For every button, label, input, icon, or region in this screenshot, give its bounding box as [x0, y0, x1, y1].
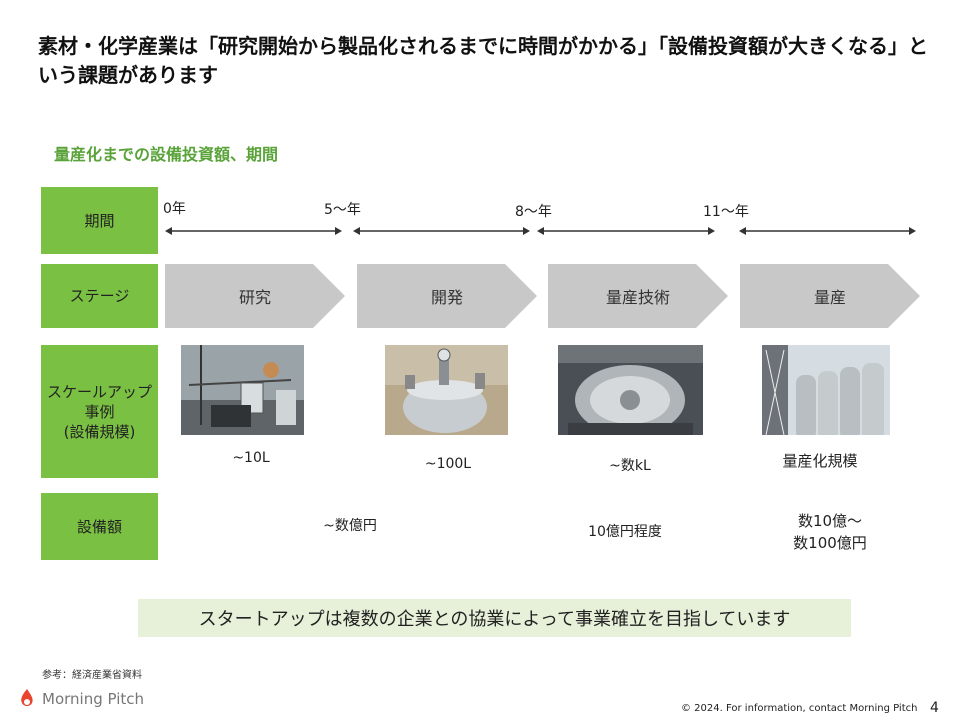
page-number: 4: [930, 700, 939, 716]
row-label-example-line2: 事例: [84, 402, 115, 421]
stage-tech: 量産技術: [548, 264, 728, 328]
timeline-arrow-mass: [739, 227, 916, 235]
page-title: 素材・化学産業は「研究開始から製品化されるまでに時間がかかる」「設備投資額が大き…: [38, 34, 928, 87]
reactor-photo: [385, 345, 508, 435]
year-label-5: 5～年: [324, 202, 361, 218]
stage-development-label: 開発: [430, 288, 463, 307]
row-label-example-line1: スケールアップ: [46, 382, 152, 401]
timeline-arrow-research: [165, 227, 342, 235]
morning-pitch-logo-icon: [21, 689, 33, 706]
pilot-plant-photo: [558, 345, 703, 435]
stage-research: 研究: [165, 264, 345, 328]
cost-mass-line1: 数10億～: [797, 512, 863, 530]
company-logo: Morning Pitch: [18, 688, 144, 710]
scale-tech: ~数kL: [609, 458, 651, 474]
cost-mass: 数10億～ 数100億円: [770, 510, 890, 554]
scale-research: ~10L: [232, 450, 270, 466]
mass-production-plant-photo: [762, 345, 890, 435]
section-subtitle: 量産化までの設備投資額、期間: [54, 145, 279, 164]
row-label-example: スケールアップ 事例 (設備規模): [41, 345, 158, 478]
row-label-stage: ステージ: [41, 264, 158, 328]
timeline-arrow-development: [353, 227, 530, 235]
stage-development: 開発: [357, 264, 537, 328]
year-label-8: 8～年: [515, 204, 552, 220]
scale-mass: 量産化規模: [782, 452, 858, 470]
lab-equipment-photo: [181, 345, 304, 435]
stage-tech-label: 量産技術: [605, 288, 670, 307]
cost-mass-line2: 数100億円: [793, 534, 867, 552]
copyright-footer: © 2024. For information, contact Morning…: [681, 703, 918, 714]
row-label-period: 期間: [41, 187, 158, 254]
cost-research-development: ~数億円: [323, 518, 377, 534]
scale-development: ~100L: [424, 456, 472, 472]
stage-mass-label: 量産: [813, 288, 846, 307]
logo-text: Morning Pitch: [42, 690, 145, 708]
cost-tech: 10億円程度: [588, 524, 662, 540]
year-label-11: 11～年: [703, 204, 749, 220]
row-label-cost: 設備額: [41, 493, 158, 560]
stage-mass: 量産: [740, 264, 920, 328]
row-label-example-line3: (設備規模): [63, 422, 136, 441]
year-label-0: 0年: [163, 201, 186, 217]
reference-note: 参考：経済産業省資料: [42, 670, 142, 681]
timeline-arrow-tech: [537, 227, 715, 235]
stage-research-label: 研究: [238, 288, 271, 307]
summary-banner: スタートアップは複数の企業との協業によって事業確立を目指しています: [138, 599, 851, 637]
